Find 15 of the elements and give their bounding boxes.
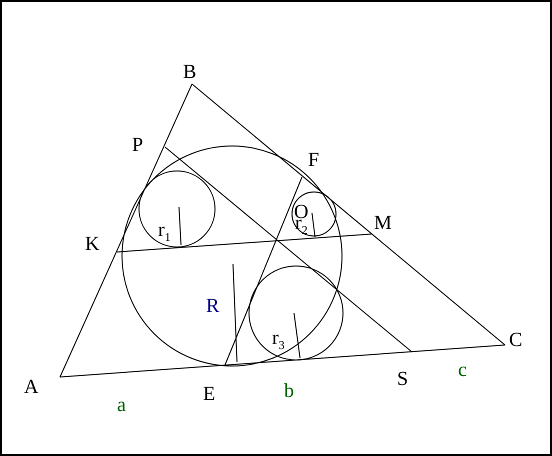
point-label: K <box>85 234 100 254</box>
radius-label: r$_{3}$ <box>272 328 285 351</box>
radius-label: r$_{1}$ <box>158 220 171 243</box>
point-label: C <box>509 330 522 350</box>
point-label: P <box>132 135 144 155</box>
point-label: F <box>308 150 320 170</box>
point-label: S <box>397 369 408 389</box>
segment-label: c <box>458 360 467 380</box>
point-label: B <box>183 62 196 82</box>
segment-label: b <box>284 381 294 401</box>
radius-label: R <box>206 296 220 316</box>
point-label: A <box>24 377 38 397</box>
point-label: E <box>203 384 216 404</box>
point-label: M <box>374 213 392 233</box>
segment-label: a <box>117 395 126 415</box>
